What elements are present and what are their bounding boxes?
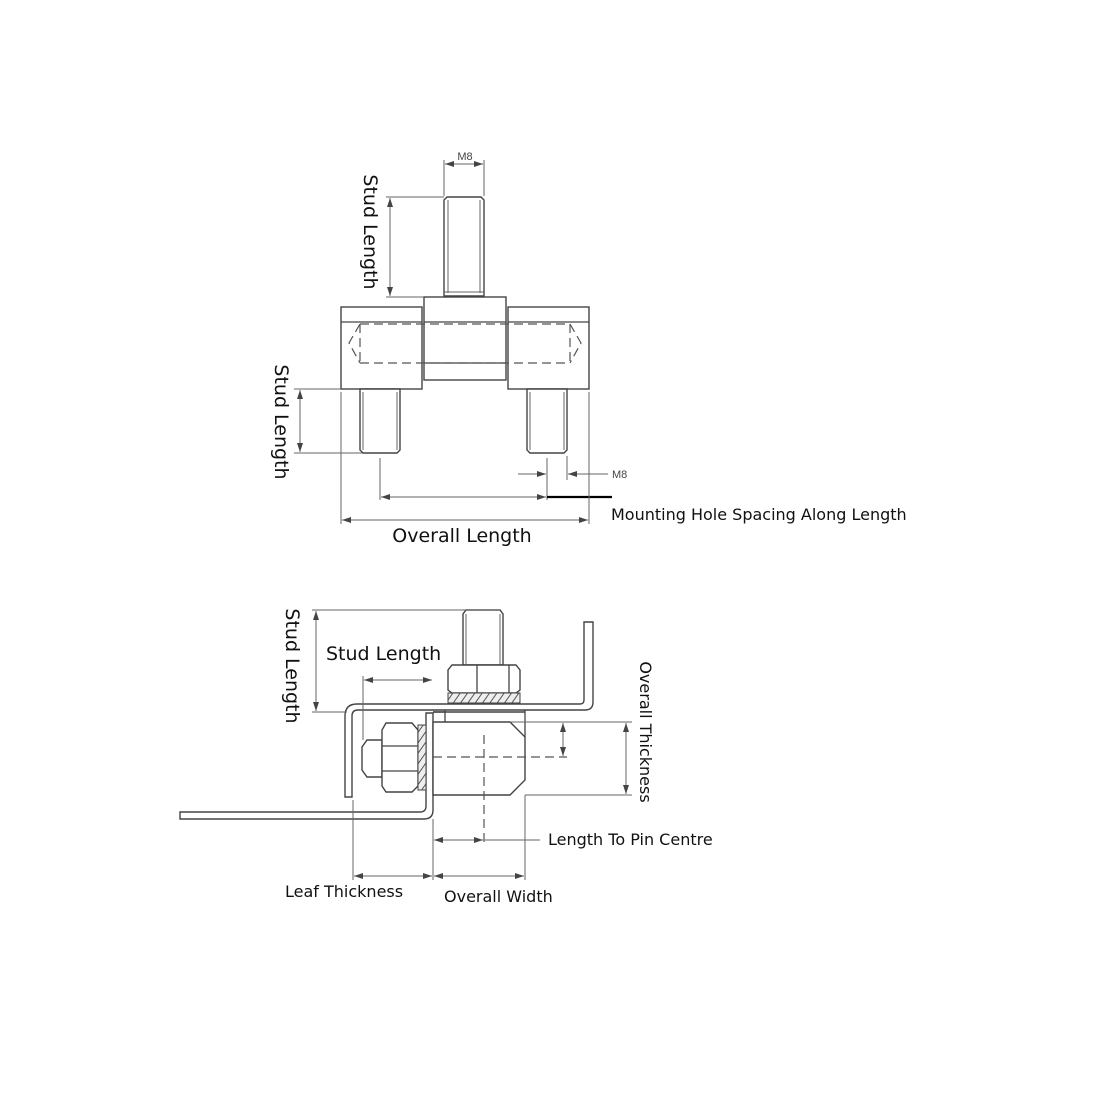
stud-length-horizontal-label: Stud Length [326,643,441,665]
stud-length-top-label: Stud Length [359,174,381,289]
side-top-nut [447,664,521,704]
right-leaf-block [507,306,590,390]
overall-length-label: Overall Length [392,525,531,547]
overall-width-label: Overall Width [444,887,553,906]
length-to-pin-centre-label: Length To Pin Centre [548,830,713,849]
side-knuckle [432,711,526,796]
length-to-pin-centre-dimension: Length To Pin Centre [432,819,713,880]
mounting-hole-spacing-label: Mounting Hole Spacing Along Length [611,505,907,524]
stud-length-side-dimension: Stud Length [270,364,362,480]
thread-size-bottom-dimension: M8 [518,456,627,481]
side-left-nut [361,722,427,793]
overall-thickness-dimension: Overall Thickness [510,661,655,803]
stud-length-top-dimension: Stud Length [359,174,444,298]
stud-length-vertical-dimension: Stud Length [281,608,500,724]
lower-leaf [179,712,434,820]
top-view: M8 Stud Length Stud Length M8 [270,151,907,547]
mounting-hole-spacing-dimension: Mounting Hole Spacing Along Length [379,458,907,524]
overall-length-dimension: Overall Length [340,392,590,547]
thread-size-bottom-label: M8 [612,469,627,481]
leaf-thickness-label: Leaf Thickness [285,882,403,901]
stud-length-horizontal-dimension: Stud Length [326,643,441,740]
upper-leaf [344,621,594,798]
stud-length-side-label: Stud Length [270,364,292,479]
side-view: Overall Thickness Stud Length Stud Lengt… [179,608,713,906]
overall-width-dimension: Overall Width [434,795,553,906]
stud-length-vertical-label: Stud Length [281,608,303,723]
hidden-pin-hole [348,323,582,364]
right-bottom-stud [526,388,568,454]
side-top-stud [462,609,504,666]
thread-size-top-dimension: M8 [443,151,485,196]
top-stud [443,196,485,297]
thread-size-top-label: M8 [457,151,472,163]
overall-thickness-label: Overall Thickness [636,661,655,802]
center-knuckle [423,296,507,381]
leaf-thickness-dimension: Leaf Thickness [285,800,432,901]
left-bottom-stud [359,388,401,454]
left-leaf-block [340,306,423,390]
